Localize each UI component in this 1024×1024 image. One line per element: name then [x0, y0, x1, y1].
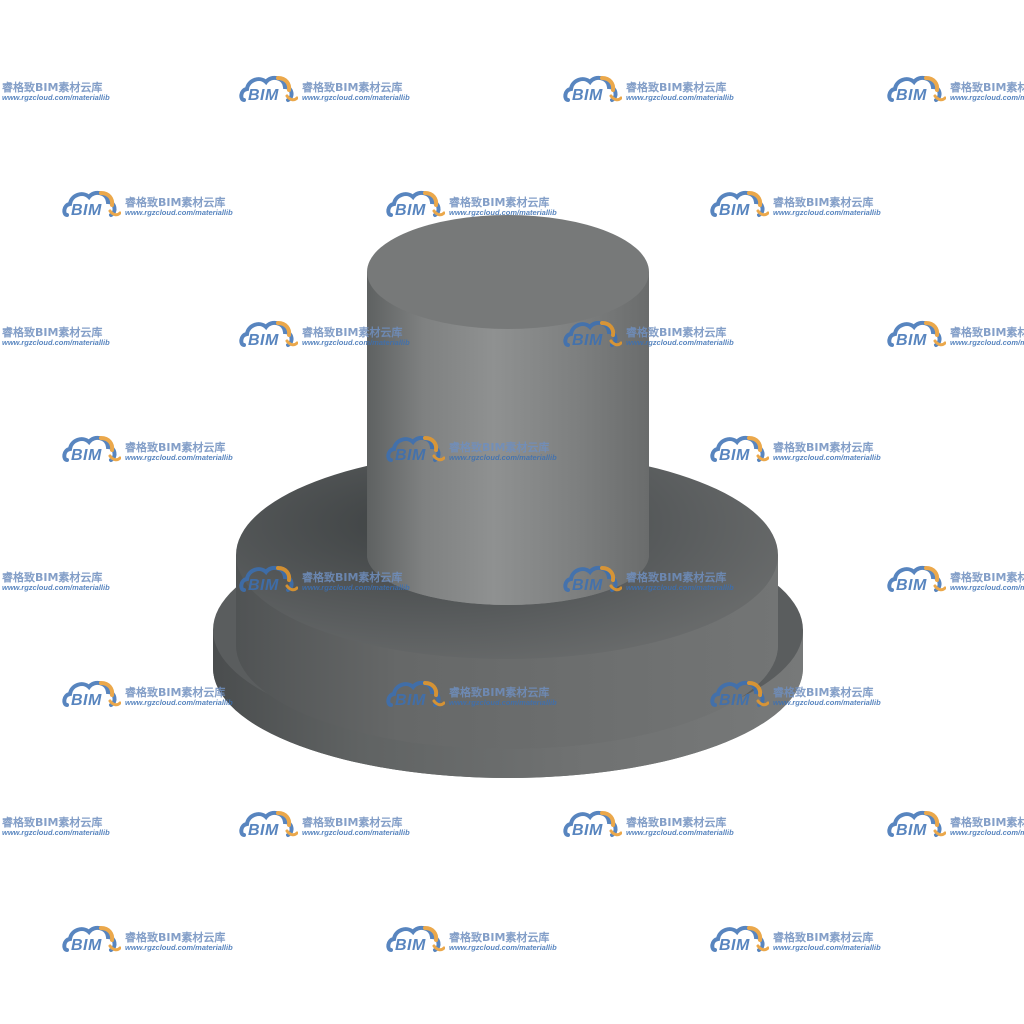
shaft	[367, 215, 649, 605]
